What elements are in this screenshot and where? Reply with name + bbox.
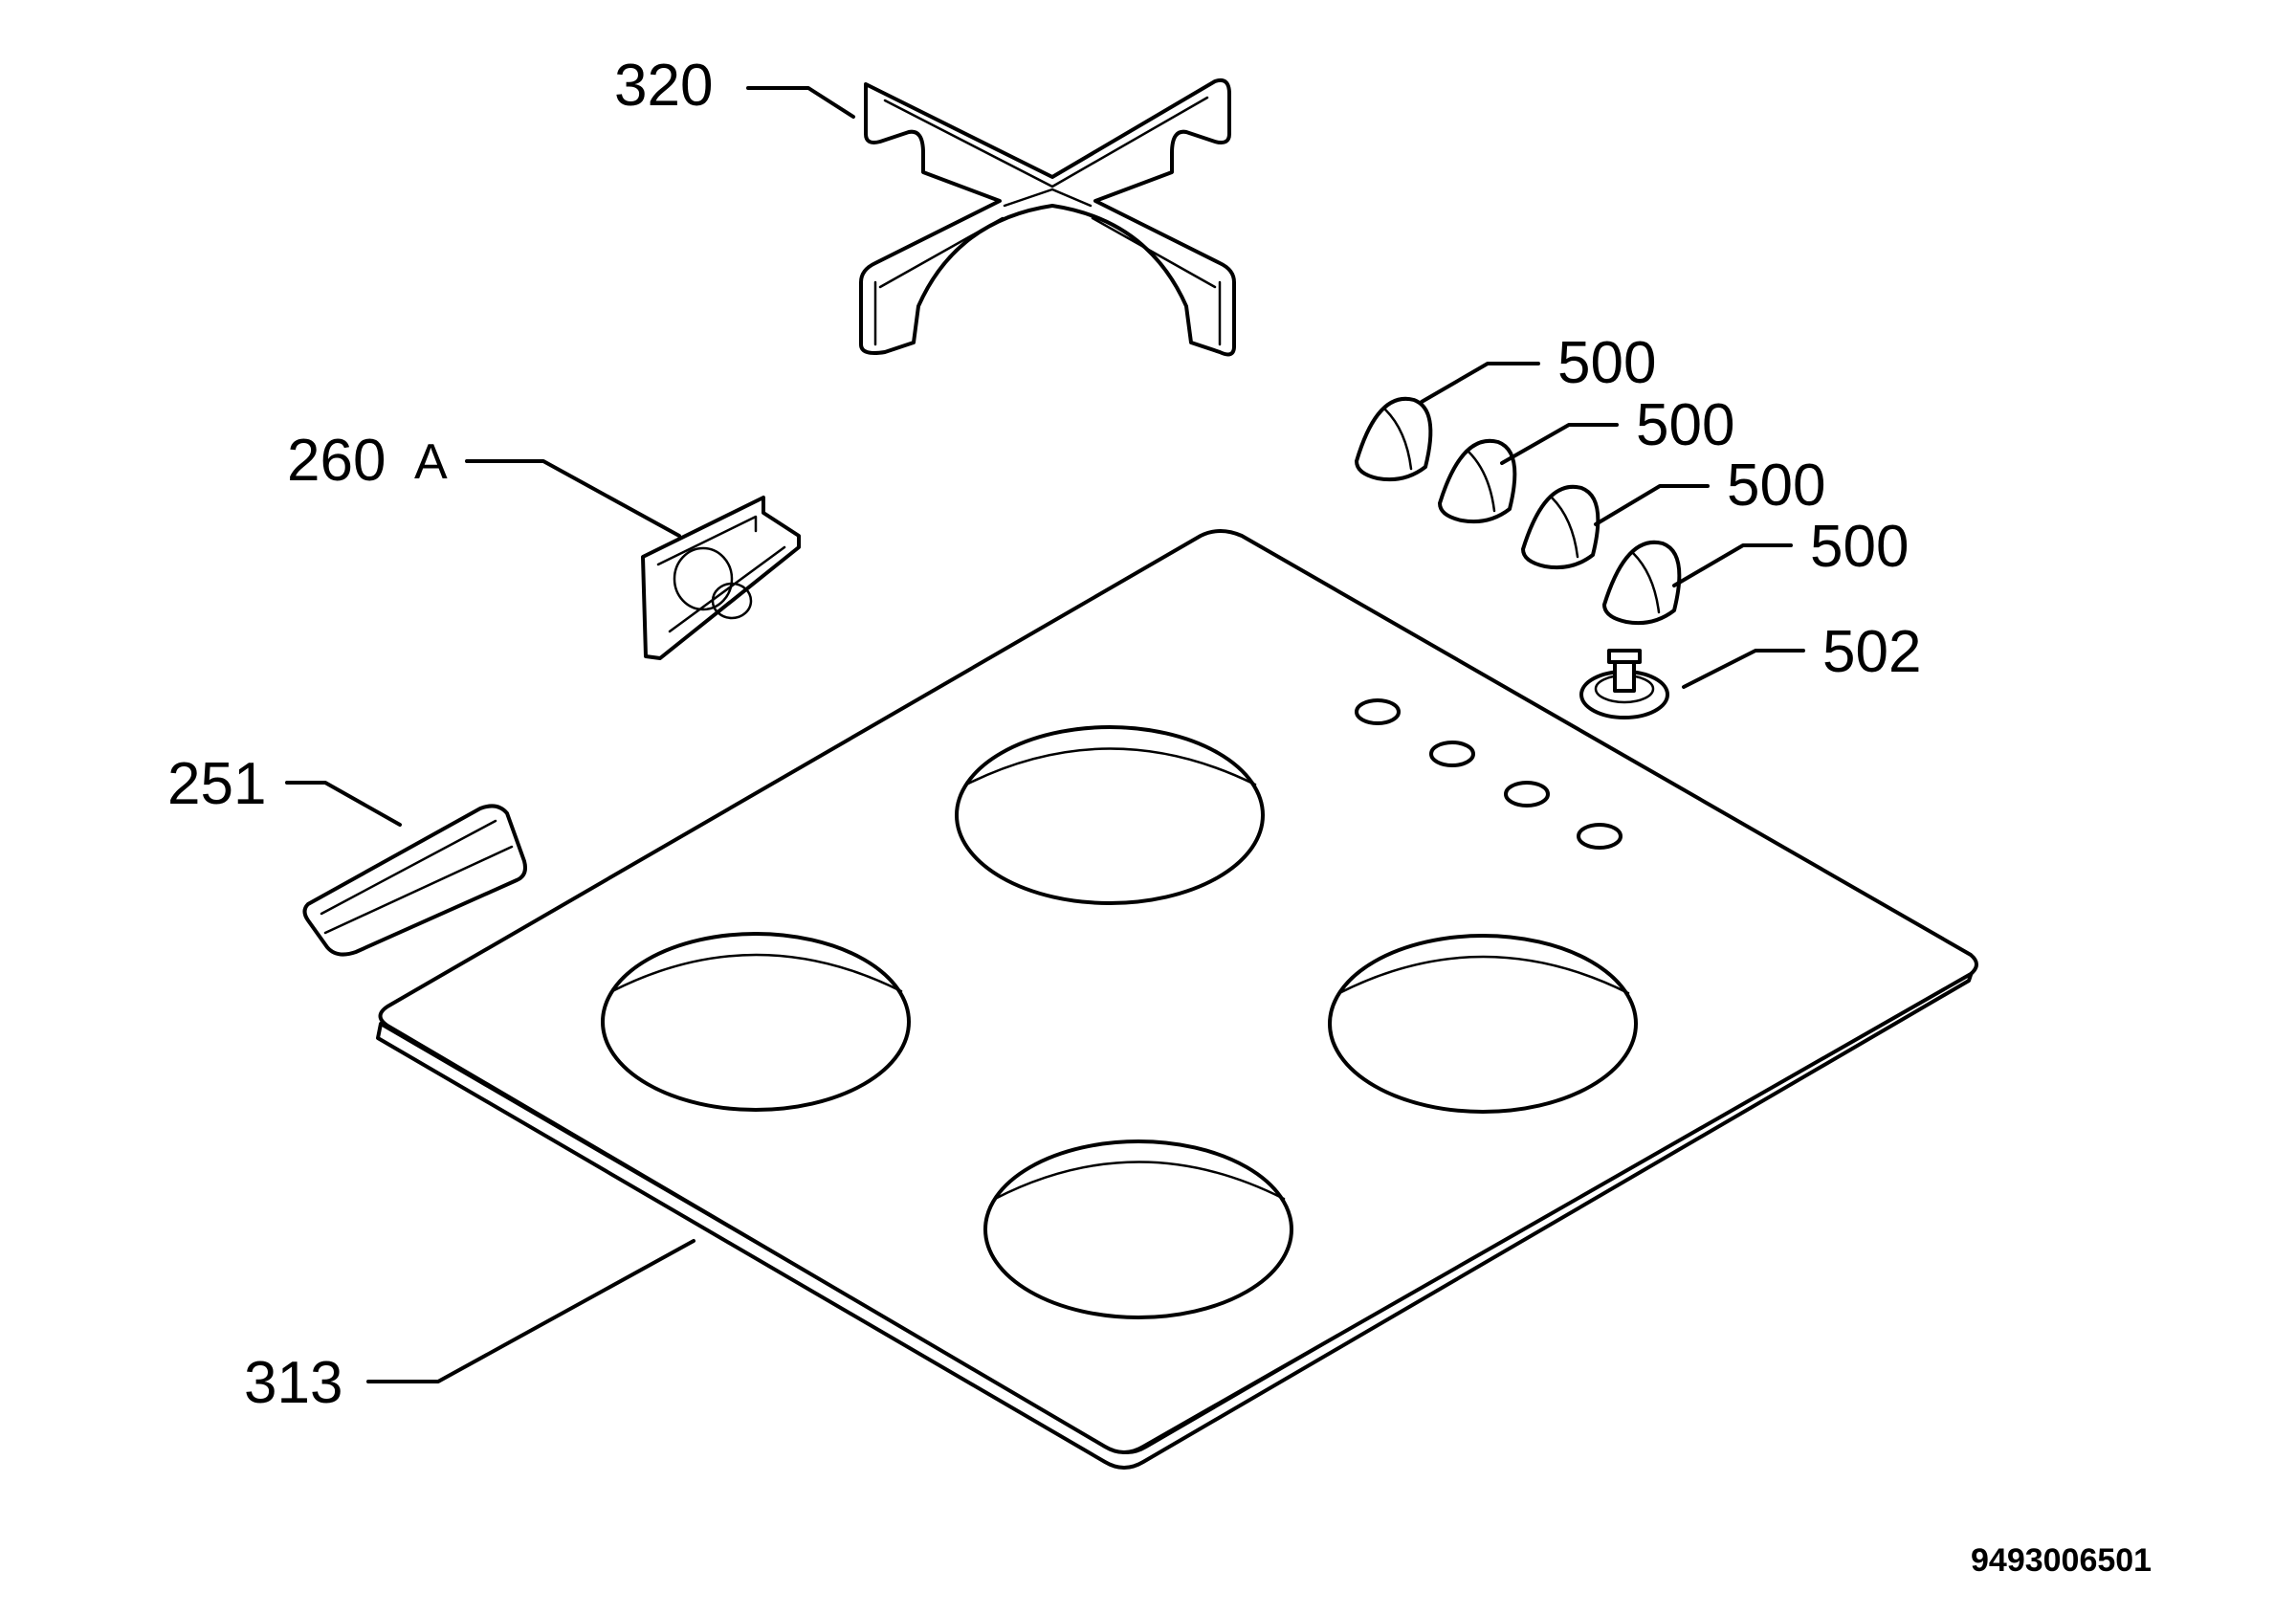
burner-opening-back (955, 725, 1265, 905)
document-number: 9493006501 (1971, 1542, 2152, 1579)
knob-holes (1355, 698, 1623, 850)
callout-500-4: 500 (1810, 514, 1909, 580)
callout-500-2: 500 (1636, 392, 1734, 458)
callout-320: 320 (614, 53, 713, 119)
spindle-part (1579, 649, 1669, 719)
callout-500-1: 500 (1557, 330, 1656, 396)
control-knob-2 (1438, 438, 1517, 524)
callout-313: 313 (244, 1350, 342, 1416)
control-knob-4 (1602, 540, 1682, 626)
callout-502: 502 (1822, 619, 1921, 685)
burner-opening-right (1328, 934, 1638, 1114)
bracket-part (641, 496, 801, 660)
hob-top-plate (376, 529, 1978, 1470)
control-knob-3 (1521, 484, 1601, 570)
callout-500-3: 500 (1727, 453, 1825, 519)
clip-part (302, 804, 527, 957)
control-knob-1 (1355, 396, 1433, 482)
burner-opening-left (601, 932, 911, 1112)
leader-lines (285, 86, 1805, 1383)
burner-opening-front (983, 1139, 1293, 1319)
pan-support-grate (859, 77, 1236, 357)
callout-260-suffix: A (414, 434, 448, 490)
callout-251: 251 (167, 751, 266, 817)
callout-260: 260 (287, 428, 386, 494)
